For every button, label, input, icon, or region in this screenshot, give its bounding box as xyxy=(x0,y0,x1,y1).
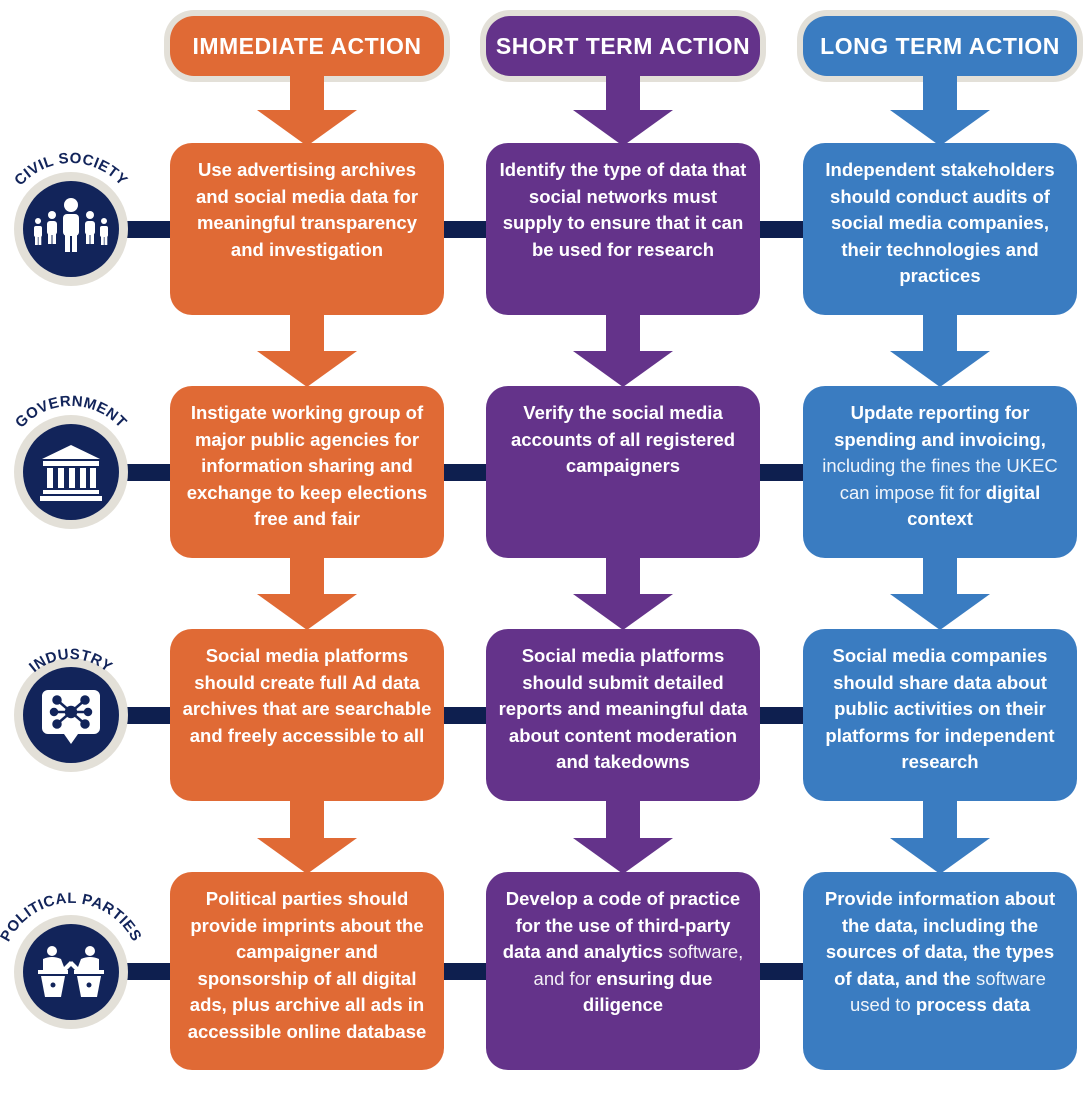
svg-text:GOVERNMENT: GOVERNMENT xyxy=(12,393,130,432)
cell-text: Independent stakeholders should conduct … xyxy=(825,159,1055,286)
cell-text: Social media platforms should submit det… xyxy=(498,645,748,772)
cell-political-parties-immediate: Political parties should provide imprint… xyxy=(170,872,444,1070)
cell-political-parties-long-term: Provide information about the data, incl… xyxy=(803,872,1077,1070)
cell-government-immediate: Instigate working group of major public … xyxy=(170,386,444,558)
cell-text: Social media companies should share data… xyxy=(825,645,1055,772)
cell-industry-long-term: Social media companies should share data… xyxy=(803,629,1077,801)
people-icon xyxy=(34,198,108,252)
svg-text:INDUSTRY: INDUSTRY xyxy=(26,646,115,676)
government-building-icon xyxy=(40,445,102,501)
row-label-political-parties: POLITICAL PARTIES xyxy=(0,890,144,944)
row-badge-civil-society xyxy=(14,172,128,286)
row-badge-industry xyxy=(14,658,128,772)
cell-civil-society-immediate: Use advertising archives and social medi… xyxy=(170,143,444,315)
cell-civil-society-long-term: Independent stakeholders should conduct … xyxy=(803,143,1077,315)
header-short-term-action: SHORT TERM ACTION xyxy=(486,16,760,76)
row-label-industry: INDUSTRY xyxy=(26,646,115,676)
cell-text: Identify the type of data that social ne… xyxy=(499,159,747,260)
row-labels: CIVIL SOCIETY GOVERNMENT INDUSTRY POLITI… xyxy=(0,150,145,945)
cell-industry-immediate: Social media platforms should create ful… xyxy=(170,629,444,801)
podium-debate-icon xyxy=(38,946,104,997)
row-label-government: GOVERNMENT xyxy=(12,393,129,432)
header-long-term-action: LONG TERM ACTION xyxy=(803,16,1077,76)
network-chat-icon xyxy=(42,690,100,744)
cell-text-strong: Develop a code of practice for the use o… xyxy=(502,888,741,962)
cell-industry-short-term: Social media platforms should submit det… xyxy=(486,629,760,801)
cell-text: Social media platforms should create ful… xyxy=(182,645,432,746)
cell-text: Instigate working group of major public … xyxy=(186,402,428,529)
cell-political-parties-short-term: Develop a code of practice for the use o… xyxy=(486,872,760,1070)
cell-text: Political parties should provide imprint… xyxy=(187,888,427,1042)
cell-text-strong: Update reporting for spending and invoic… xyxy=(834,402,1046,450)
cell-text-light: including the fines the UKEC can impose … xyxy=(822,455,1058,503)
svg-text:POLITICAL PARTIES: POLITICAL PARTIES xyxy=(0,890,145,944)
cell-government-short-term: Verify the social media accounts of all … xyxy=(486,386,760,558)
svg-text:CIVIL SOCIETY: CIVIL SOCIETY xyxy=(11,150,131,189)
header-immediate-action: IMMEDIATE ACTION xyxy=(170,16,444,76)
cell-government-long-term: Update reporting for spending and invoic… xyxy=(803,386,1077,558)
row-badge-government xyxy=(14,415,128,529)
cell-text: Verify the social media accounts of all … xyxy=(510,402,736,476)
row-label-civil-society: CIVIL SOCIETY xyxy=(11,150,130,189)
cell-text-strong: ensuring due diligence xyxy=(582,967,713,1016)
cell-text: Use advertising archives and social medi… xyxy=(195,159,419,260)
cell-text-strong: digital context xyxy=(907,481,1041,530)
row-badge-political-parties xyxy=(14,915,128,1029)
cell-text-light: software, and for xyxy=(533,941,744,989)
cell-text-strong: Provide information about the data, incl… xyxy=(824,888,1056,989)
cell-text-light: software used to xyxy=(850,967,1046,1016)
cell-text-strong: process data xyxy=(915,994,1030,1015)
cell-civil-society-short-term: Identify the type of data that social ne… xyxy=(486,143,760,315)
